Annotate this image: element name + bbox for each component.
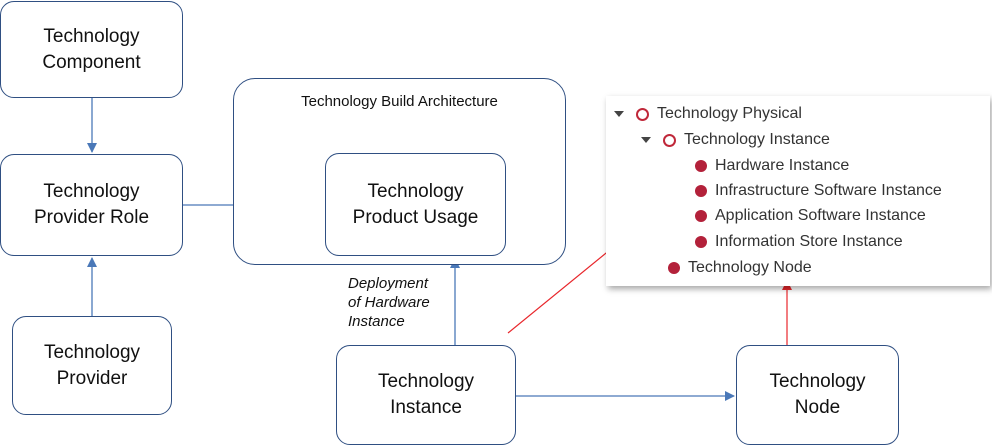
- box-label-line1: Technology: [43, 341, 141, 363]
- box-label-line1: Technology: [377, 371, 475, 392]
- box-label-line2: Component: [42, 51, 141, 73]
- edge-label-line3: Instance: [348, 313, 405, 330]
- edge-label-line2: of Hardware: [348, 294, 430, 311]
- tree-item-label: Technology Physical: [657, 105, 802, 122]
- box-label-line1: Technology: [43, 25, 140, 47]
- technology-product-usage-box: Technology Product Usage: [325, 153, 506, 256]
- box-label-line1: Technology: [43, 181, 140, 202]
- filled-circle-icon: [695, 160, 707, 172]
- technology-component-box: Technology Component: [0, 1, 183, 98]
- deployment-edge-label: Deployment of Hardware Instance: [348, 274, 430, 331]
- box-label-line1: Technology: [769, 371, 866, 392]
- class-tree-panel: Technology Physical Technology Instance …: [606, 96, 990, 286]
- tree-item-infrastructure-software-instance[interactable]: Infrastructure Software Instance: [695, 179, 942, 203]
- tree-item-label: Infrastructure Software Instance: [715, 182, 942, 199]
- hollow-circle-icon: [636, 107, 649, 121]
- box-label-line2: Provider Role: [33, 207, 150, 228]
- technology-instance-box: Technology Instance: [336, 345, 516, 445]
- tree-item-label: Information Store Instance: [715, 233, 903, 250]
- tree-item-label: Technology Node: [688, 259, 812, 276]
- filled-circle-icon: [668, 262, 680, 274]
- technology-provider-box: Technology Provider: [12, 316, 172, 415]
- caret-down-icon[interactable]: [614, 111, 624, 117]
- caret-down-icon[interactable]: [641, 137, 651, 143]
- tree-item-hardware-instance[interactable]: Hardware Instance: [695, 154, 849, 178]
- filled-circle-icon: [695, 185, 707, 197]
- technology-provider-role-box: Technology Provider Role: [0, 154, 183, 256]
- filled-circle-icon: [695, 210, 707, 222]
- tree-item-technology-node[interactable]: Technology Node: [668, 256, 812, 280]
- technology-node-box: Technology Node: [736, 345, 899, 445]
- edge-label-line1: Deployment: [348, 275, 429, 292]
- box-label-line2: Node: [794, 397, 841, 418]
- filled-circle-icon: [695, 236, 707, 248]
- tree-item-information-store-instance[interactable]: Information Store Instance: [695, 230, 903, 254]
- tree-item-technology-physical[interactable]: Technology Physical: [614, 102, 802, 126]
- tree-item-application-software-instance[interactable]: Application Software Instance: [695, 204, 926, 228]
- box-label-line2: Provider: [56, 367, 128, 389]
- tree-item-label: Hardware Instance: [715, 157, 850, 174]
- box-label-line1: Technology: [367, 180, 464, 202]
- tree-item-technology-instance[interactable]: Technology Instance: [641, 128, 830, 152]
- container-title: Technology Build Architecture: [301, 93, 498, 110]
- tree-item-label: Application Software Instance: [715, 207, 926, 224]
- box-label-line2: Instance: [390, 397, 462, 418]
- tree-item-label: Technology Instance: [684, 131, 830, 148]
- hollow-circle-icon: [663, 133, 676, 147]
- box-label-line2: Product Usage: [352, 206, 479, 228]
